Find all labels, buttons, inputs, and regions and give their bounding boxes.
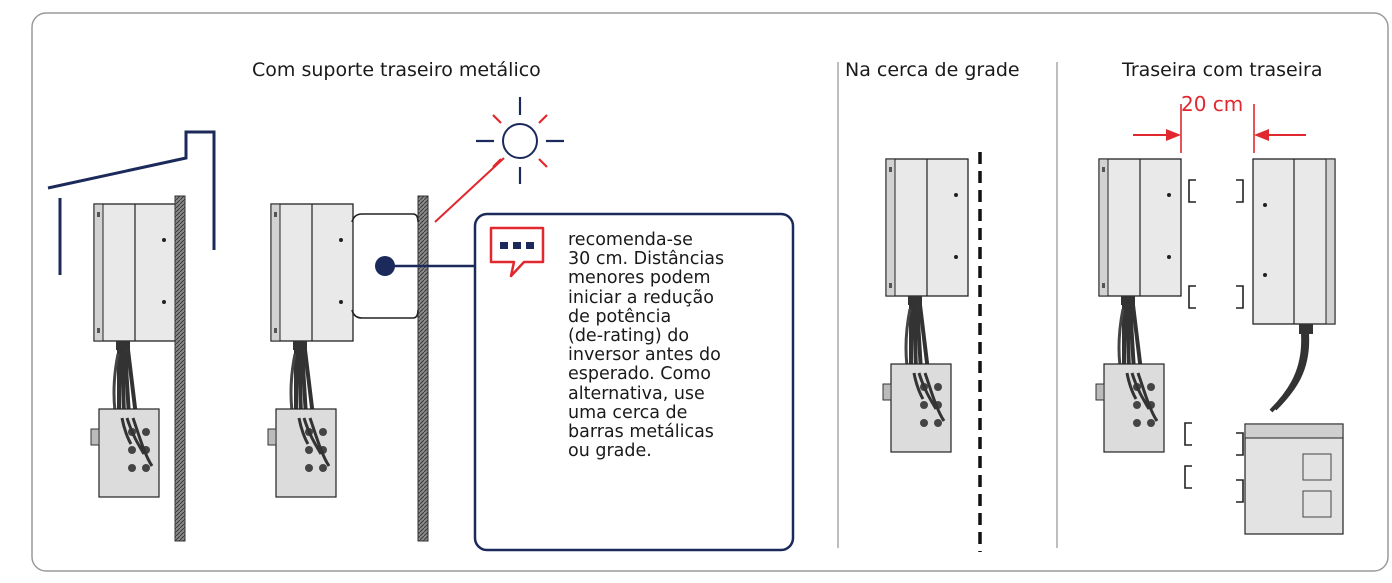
callout-box <box>473 212 795 552</box>
dimension-label: 20 cm <box>1181 92 1244 116</box>
dimension-arrow-icon <box>1133 104 1306 153</box>
comment-icon <box>489 226 545 278</box>
wall-icon <box>417 195 429 542</box>
wall-icon <box>174 195 186 542</box>
bracket-icon <box>351 309 419 319</box>
heading-metal-back-support: Com suporte traseiro metálico <box>252 59 541 81</box>
bracket-icon <box>351 213 419 223</box>
house-outline-icon <box>47 130 216 275</box>
heading-grid-fence: Na cerca de grade <box>845 59 1020 81</box>
heading-back-to-back: Traseira com traseira <box>1122 59 1323 81</box>
inverter-unit-icon <box>1244 158 1344 535</box>
pointer-dot <box>375 256 395 276</box>
sun-ray-line <box>434 157 505 223</box>
bracket-icon <box>1184 179 1244 503</box>
callout-text: recomenda-se 30 cm. Distâncias menores p… <box>568 230 725 462</box>
sun-icon <box>476 97 564 184</box>
